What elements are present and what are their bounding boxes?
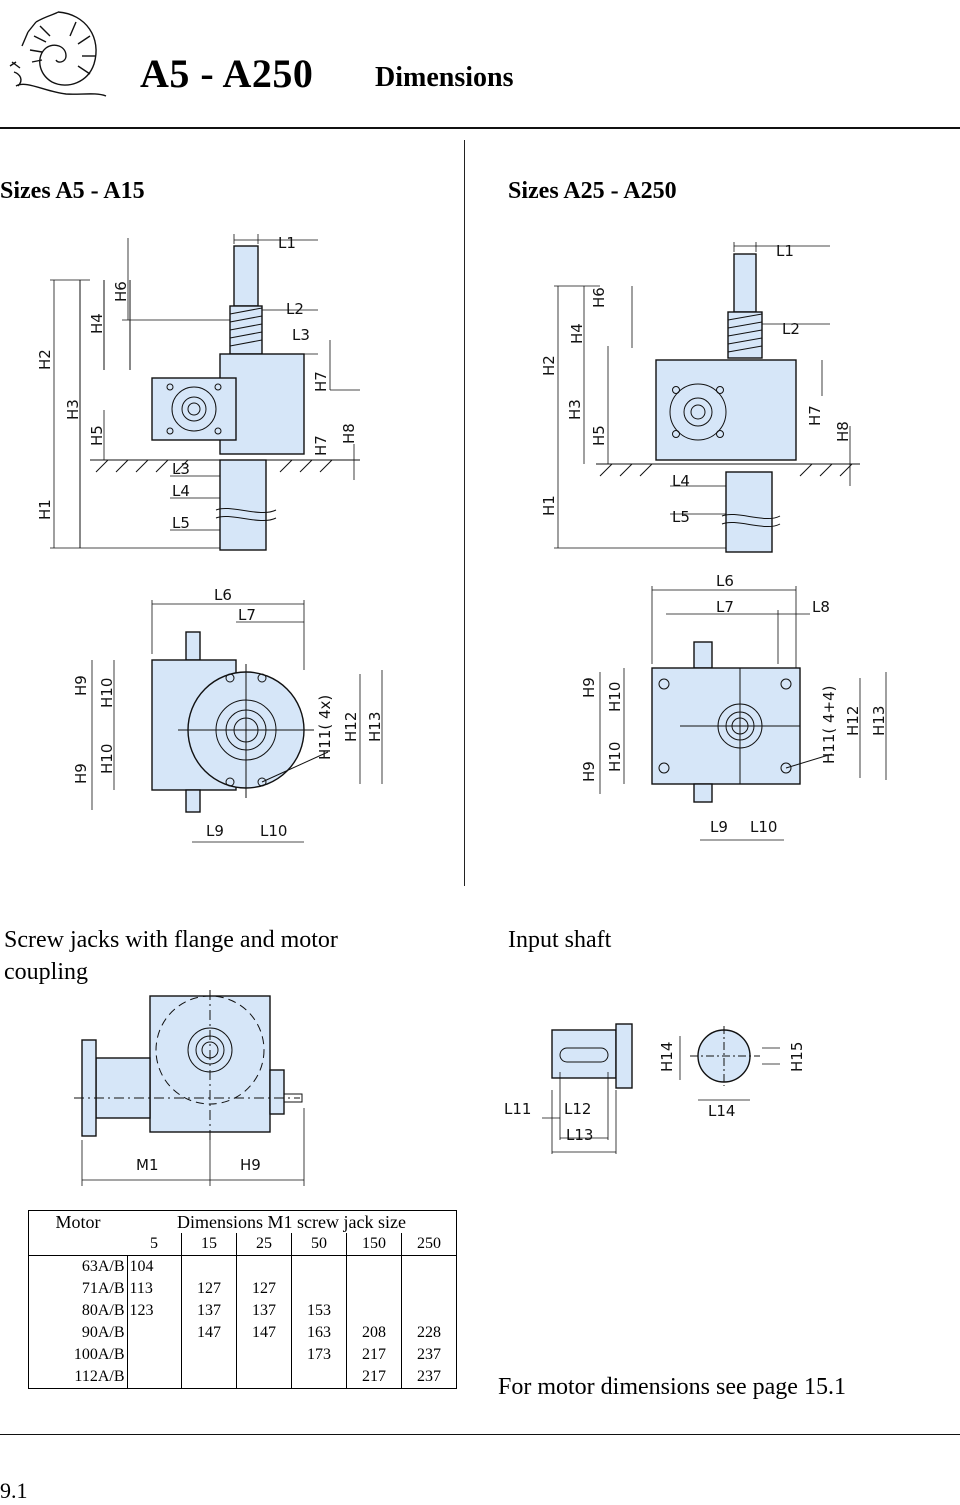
drawing-input-shaft: L11 L12 L13 L14 H14 H15 [504, 1023, 806, 1154]
dim-L9-large: L9 [710, 818, 728, 836]
dim-H1: H1 [36, 499, 54, 520]
dim-L8: L8 [812, 598, 830, 616]
dim-H9-motor: H9 [240, 1156, 261, 1174]
column-divider [464, 140, 465, 886]
dim-H9-bottom: H9 [72, 763, 90, 784]
dim-L1-large: L1 [776, 242, 794, 260]
dim-L3-top: L3 [292, 326, 310, 344]
dim-H4-large: H4 [568, 323, 586, 344]
dim-L5-large: L5 [672, 508, 690, 526]
dim-L7: L7 [238, 606, 256, 624]
dim-L7-large: L7 [716, 598, 734, 616]
dim-L12: L12 [564, 1100, 591, 1118]
section-title-left: Sizes A5 - A15 [0, 178, 145, 204]
size-150: 150 [346, 1233, 402, 1256]
dim-L4-large: L4 [672, 472, 690, 490]
dim-H10-bottom-large: H10 [606, 742, 624, 772]
motor-dimensions-note: For motor dimensions see page 15.1 [498, 1374, 846, 1400]
dim-H11: H11( 4x) [316, 695, 334, 760]
table-header-dimensions: Dimensions M1 screw jack size [177, 1211, 406, 1232]
dim-H7: H7 [312, 435, 330, 456]
logo-snail-icon [9, 11, 107, 97]
dim-H7-top: H7 [312, 371, 330, 392]
header-rule [0, 127, 960, 129]
dim-L6-large: L6 [716, 572, 734, 590]
drawing-side-view-large: L1 L2 L4 L5 H2 H1 H3 H5 H4 H6 H7 H8 [540, 242, 860, 553]
dim-H3-large: H3 [566, 399, 584, 420]
dim-H13: H13 [366, 712, 384, 742]
dim-H14: H14 [658, 1042, 676, 1072]
page-number: 9.1 [0, 1478, 28, 1503]
table-row: 63A/B 104 [29, 1255, 457, 1278]
dim-H3: H3 [64, 399, 82, 420]
size-5: 5 [150, 1235, 158, 1252]
footer-rule [0, 1434, 960, 1435]
dim-L10: L10 [260, 822, 287, 840]
dim-H9-top-large: H9 [580, 677, 598, 698]
size-50: 50 [291, 1233, 347, 1256]
dim-H6-large: H6 [590, 287, 608, 308]
page-subtitle: Dimensions [375, 62, 514, 93]
size-15: 15 [181, 1233, 237, 1256]
dim-L9: L9 [206, 822, 224, 840]
dim-H8: H8 [340, 423, 358, 444]
dim-L2-large: L2 [782, 320, 800, 338]
page-title: A5 - A250 [140, 51, 314, 96]
dim-L6: L6 [214, 586, 232, 604]
dim-L14: L14 [708, 1102, 735, 1120]
dim-H4: H4 [88, 313, 106, 334]
dim-H8-large: H8 [834, 421, 852, 442]
table-header-motor: Motor [55, 1211, 101, 1232]
dim-L3: L3 [172, 460, 190, 478]
dim-H6: H6 [112, 281, 130, 302]
drawing-motor-coupling: M1 H9 [74, 990, 305, 1186]
dim-H9-bottom-large: H9 [580, 761, 598, 782]
drawing-top-view-small: L6 L7 L9 L10 H9 H10 H9 H10 H11( 4x) H12 … [72, 586, 384, 843]
dim-L5: L5 [172, 514, 190, 532]
dim-L11: L11 [504, 1100, 531, 1118]
size-250: 250 [401, 1233, 457, 1256]
dim-H11-large: H11( 4+4) [820, 686, 838, 765]
caption-input-shaft: Input shaft [508, 927, 612, 953]
dim-L1: L1 [278, 234, 296, 252]
dimensions-table: Motor Dimensions M1 screw jack size 5 15… [28, 1210, 457, 1389]
drawing-side-view-small: L1 L2 L3 L3 L4 L5 H2 H1 H3 H5 H4 H6 H7 H… [36, 234, 360, 551]
dim-H10-bottom: H10 [98, 744, 116, 774]
dim-L10-large: L10 [750, 818, 777, 836]
dim-L13: L13 [566, 1126, 593, 1144]
size-25: 25 [236, 1233, 292, 1256]
dim-H9-top: H9 [72, 675, 90, 696]
dim-H12-large: H12 [844, 706, 862, 736]
dim-L2: L2 [286, 300, 304, 318]
dim-H5: H5 [88, 425, 106, 446]
dim-H13-large: H13 [870, 706, 888, 736]
dim-H12: H12 [342, 712, 360, 742]
dim-L4: L4 [172, 482, 190, 500]
dim-H5-large: H5 [590, 425, 608, 446]
dim-H1-large: H1 [540, 495, 558, 516]
section-title-right: Sizes A25 - A250 [508, 178, 677, 204]
dim-H15: H15 [788, 1042, 806, 1072]
dim-H10-top-large: H10 [606, 682, 624, 712]
drawing-top-view-large: L6 L7 L8 L9 L10 H9 H10 H9 H10 H11( 4+4) … [580, 572, 888, 841]
dim-H2: H2 [36, 349, 54, 370]
dim-H7-large: H7 [806, 405, 824, 426]
dim-H2-large: H2 [540, 355, 558, 376]
dim-H10-top: H10 [98, 678, 116, 708]
dim-M1: M1 [136, 1156, 159, 1174]
